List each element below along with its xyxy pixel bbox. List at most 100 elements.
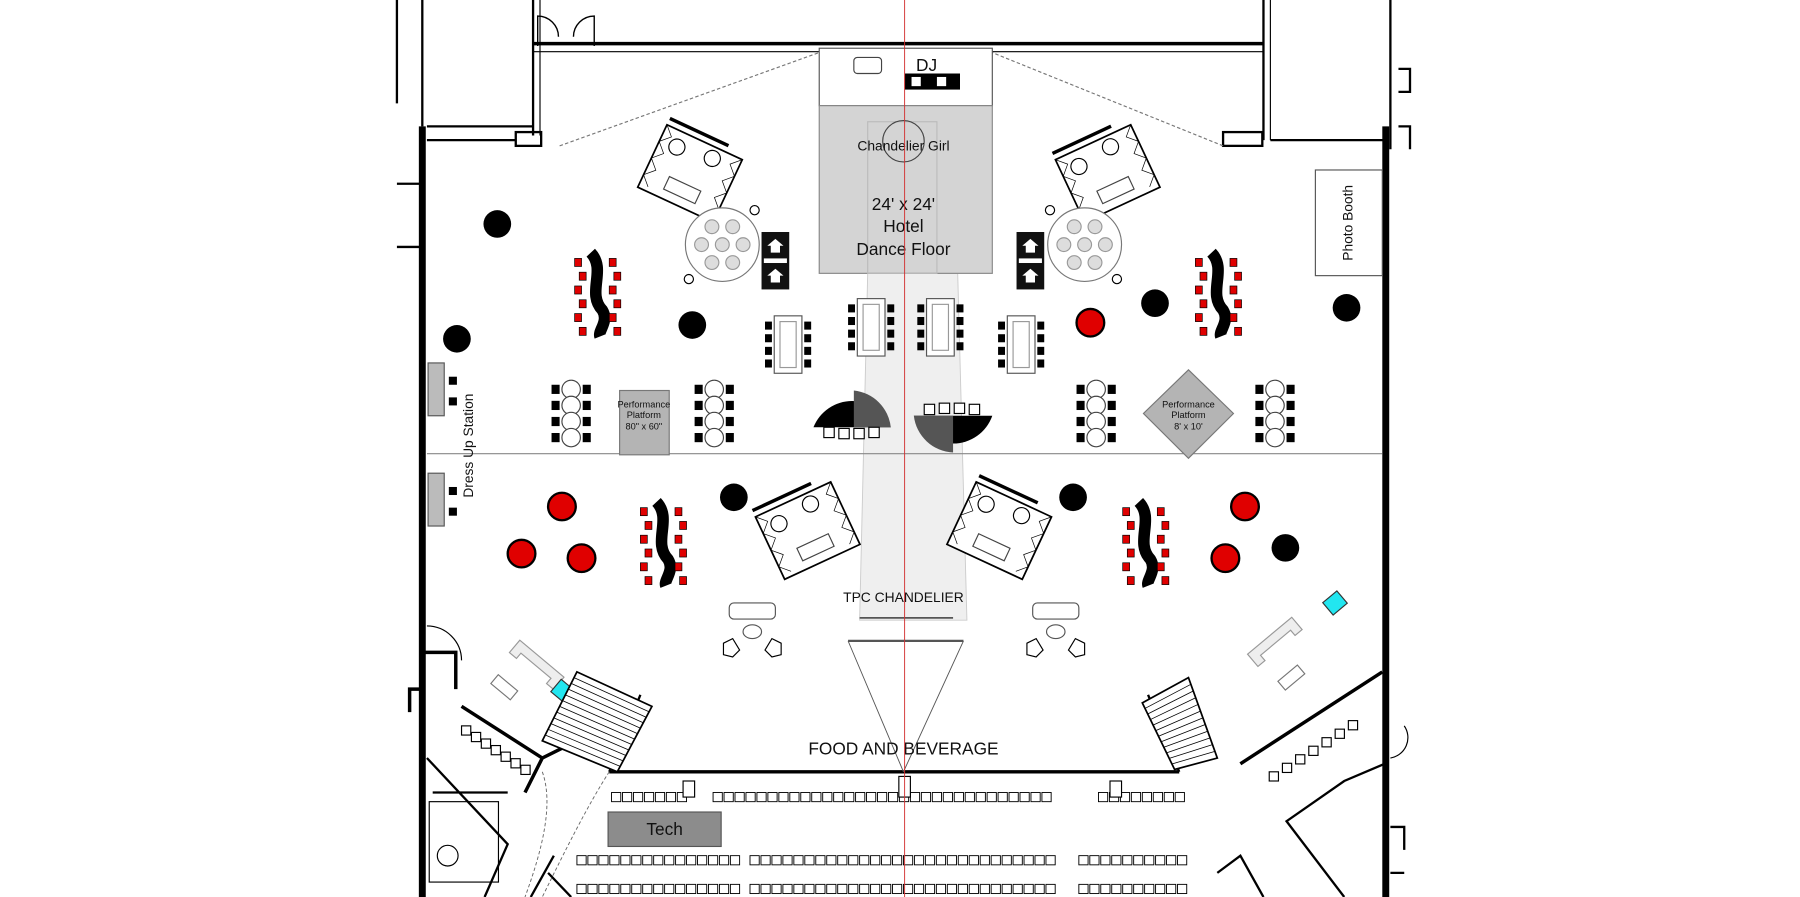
photo-booth[interactable]: Photo Booth (1314, 169, 1383, 277)
round-table-black[interactable] (720, 483, 748, 512)
seat (931, 792, 942, 803)
lounge-set[interactable] (1026, 602, 1086, 658)
seat (968, 883, 979, 895)
chair (578, 326, 587, 336)
round-table-red[interactable] (506, 538, 537, 569)
truss-lattice (1055, 124, 1155, 215)
serpentine-table[interactable] (640, 497, 687, 588)
counter-seating[interactable] (1268, 720, 1359, 782)
seating-row[interactable] (749, 855, 1056, 866)
staircase[interactable] (1141, 676, 1219, 771)
ottoman (490, 673, 519, 701)
cyan-cube[interactable] (1321, 590, 1349, 616)
banquet-table[interactable] (765, 315, 812, 374)
performance-platform-left[interactable]: Performance Platform 80" x 60" (617, 389, 670, 456)
chair (848, 342, 855, 351)
side-lounge[interactable] (486, 639, 565, 717)
seating-row[interactable] (576, 855, 741, 866)
stool (1321, 737, 1332, 748)
dress-up-station[interactable]: Dress Up Station (427, 362, 476, 527)
divider (763, 258, 787, 264)
seat (1177, 883, 1188, 895)
round-table-black[interactable] (1059, 483, 1087, 512)
seat (1041, 792, 1052, 803)
seating-row[interactable] (576, 883, 741, 895)
arrow-up-icon (767, 238, 784, 283)
round-table-red[interactable] (546, 491, 577, 522)
banquet-table[interactable] (998, 315, 1045, 374)
staircase[interactable] (541, 670, 654, 773)
seat (1034, 855, 1045, 866)
table-top (925, 298, 955, 357)
dance-floor[interactable]: Chandelier Girl 24' x 24' Hotel Dance Fl… (818, 105, 993, 274)
chair (679, 576, 687, 585)
bar-station[interactable] (761, 232, 790, 290)
chair (1037, 334, 1045, 343)
seat (771, 883, 782, 895)
chair (551, 400, 560, 411)
tech-booth[interactable]: Tech (607, 811, 722, 848)
seating-row[interactable] (749, 883, 1056, 895)
platform-left-label: Performance (617, 400, 670, 410)
chair (1199, 299, 1208, 309)
stair-tread (1152, 704, 1199, 726)
seating-row[interactable] (712, 792, 1052, 803)
round-table-red[interactable] (1075, 307, 1106, 338)
seat (707, 855, 719, 866)
seat (1087, 219, 1103, 235)
chair (1107, 384, 1116, 394)
scalloped-table[interactable] (551, 379, 591, 448)
chair (1037, 359, 1045, 368)
stair-tread (545, 734, 621, 767)
truss-lounge[interactable] (1051, 118, 1162, 224)
round-lounge-table[interactable] (1047, 207, 1123, 282)
round-lounge-table[interactable] (684, 207, 760, 282)
seat (848, 883, 859, 895)
half-moon-table-right[interactable] (913, 402, 993, 453)
chair (1076, 384, 1085, 394)
banquet-table[interactable] (917, 298, 964, 357)
seating-row[interactable] (1078, 883, 1188, 895)
lounge-set[interactable] (722, 602, 782, 658)
platform-left-size: 80" x 60" (625, 422, 662, 432)
round-table-black[interactable] (678, 311, 707, 339)
seat (714, 237, 730, 253)
table-segment (1086, 427, 1106, 448)
scalloped-table[interactable] (1255, 379, 1295, 448)
counter-seating[interactable] (460, 725, 531, 776)
performance-platform-right[interactable]: Performance Platform 8' x 10' (1142, 369, 1235, 460)
round-table-black[interactable] (483, 210, 512, 238)
banquet-table[interactable] (848, 298, 895, 357)
round-table-black[interactable] (1141, 289, 1169, 317)
chair (1195, 258, 1203, 267)
platform-left-label: Platform (627, 410, 662, 420)
seat (1034, 883, 1045, 895)
side-lounge[interactable] (1246, 616, 1326, 694)
truss-lounge[interactable] (636, 116, 745, 224)
round-table-red[interactable] (566, 543, 597, 574)
chair (1229, 285, 1238, 295)
chair (613, 326, 622, 336)
truss-lounge[interactable] (945, 474, 1054, 581)
table-top (856, 298, 886, 357)
round-table-red[interactable] (1230, 491, 1260, 522)
speaker-icon (1044, 205, 1056, 216)
scalloped-table[interactable] (694, 379, 734, 448)
serpentine-table[interactable] (574, 248, 622, 339)
serpentine-table[interactable] (1195, 248, 1242, 339)
half-moon-table-left[interactable] (813, 390, 891, 440)
seating-row[interactable] (611, 792, 687, 803)
serpentine-table[interactable] (1122, 497, 1170, 588)
truss-lounge[interactable] (751, 476, 862, 581)
round-table-black[interactable] (1271, 534, 1300, 562)
bar-station[interactable] (1016, 232, 1045, 290)
seat (837, 855, 848, 866)
scalloped-table[interactable] (1076, 379, 1116, 448)
round-table-red[interactable] (1210, 543, 1241, 574)
round-table-black[interactable] (1332, 294, 1361, 322)
seat (745, 792, 756, 803)
seat (697, 883, 708, 895)
seating-row[interactable] (1078, 855, 1188, 866)
round-table-black[interactable] (443, 325, 471, 353)
food-and-beverage-label: FOOD AND BEVERAGE (808, 739, 998, 759)
